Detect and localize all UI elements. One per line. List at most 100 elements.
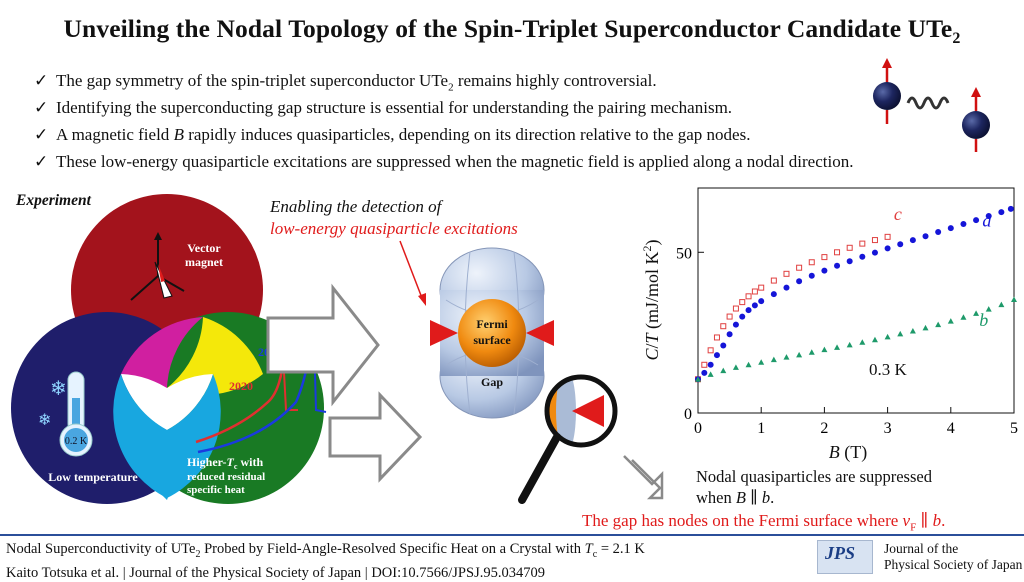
- data-point-c: [726, 313, 733, 320]
- data-point-a: [726, 331, 733, 338]
- y-tick-label: 50: [676, 245, 692, 262]
- data-point-b: [985, 306, 992, 312]
- data-point-a: [770, 291, 777, 298]
- nodal-note: Nodal quasiparticles are suppressed when…: [696, 467, 932, 507]
- x-tick-label: 3: [884, 420, 892, 437]
- data-point-a: [935, 229, 942, 236]
- data-point-b: [707, 371, 714, 377]
- page-title: Unveiling the Nodal Topology of the Spin…: [63, 14, 961, 48]
- x-tick-label: 2: [820, 420, 828, 437]
- temperature-annotation: 0.3 K: [869, 360, 908, 379]
- snowflake-icon: ❄: [50, 378, 67, 400]
- conclusion-note: The gap has nodes on the Fermi surface w…: [582, 511, 946, 534]
- check-icon: ✓: [34, 152, 49, 171]
- data-point-c: [871, 237, 878, 244]
- data-point-b: [783, 354, 790, 360]
- down-right-arrow-icon: [623, 455, 664, 500]
- x-tick-label: 5: [1010, 420, 1018, 437]
- data-point-a: [701, 369, 708, 376]
- data-point-a: [897, 241, 904, 248]
- data-point-b: [770, 356, 777, 363]
- data-point-c: [859, 240, 866, 247]
- data-point-b: [960, 314, 967, 320]
- data-point-b: [884, 333, 891, 340]
- snowflake-icon: ❄: [38, 412, 51, 429]
- x-tick-label: 4: [947, 420, 955, 437]
- journal-name: Journal of the Physical Society of Japan: [884, 541, 1023, 572]
- data-point-b: [973, 310, 980, 316]
- data-point-a: [720, 342, 727, 349]
- data-point-c: [821, 254, 828, 261]
- data-point-b: [796, 351, 803, 358]
- check-icon: ✓: [34, 98, 49, 117]
- right-arrow-icon: [328, 391, 423, 483]
- bullet-list: ✓The gap symmetry of the spin-triplet su…: [34, 70, 853, 178]
- bullet-item: ✓These low-energy quasiparticle excitati…: [34, 152, 854, 171]
- data-point-a: [796, 278, 803, 285]
- data-point-b: [720, 367, 727, 374]
- series-label-b: b: [979, 310, 988, 330]
- data-point-b: [922, 324, 929, 331]
- bullet-item: ✓Identifying the superconducting gap str…: [34, 98, 733, 117]
- data-point-b: [834, 344, 841, 350]
- experiment-venn-diagram: Vector magnet ❄ ❄ 0.2 K Low temperature …: [11, 194, 327, 504]
- axes-icon: [130, 232, 185, 301]
- x-axis-label: B (T): [829, 442, 867, 463]
- spin-pair-icon: [873, 58, 990, 152]
- thermometer-icon: [59, 371, 93, 457]
- data-point-b: [947, 318, 954, 324]
- data-point-c: [720, 323, 727, 330]
- data-point-a: [713, 352, 720, 359]
- data-point-c: [701, 361, 708, 368]
- data-point-a: [922, 233, 929, 240]
- data-point-a: [739, 313, 746, 320]
- data-point-a: [745, 307, 752, 314]
- detection-annotation: Enabling the detection of low-energy qua…: [270, 197, 518, 238]
- data-point-b: [897, 330, 904, 337]
- data-point-a: [732, 321, 739, 328]
- data-point-c: [884, 233, 891, 240]
- data-point-a: [834, 262, 841, 269]
- footer-divider: [0, 534, 1024, 536]
- vector-magnet-label: Vector: [187, 241, 221, 255]
- x-tick-label: 0: [694, 420, 702, 437]
- data-point-a: [1007, 205, 1014, 212]
- data-point-a: [909, 237, 916, 244]
- data-point-c: [707, 347, 714, 354]
- data-point-a: [960, 221, 967, 227]
- data-point-c: [846, 244, 853, 251]
- data-point-a: [871, 249, 878, 256]
- vector-magnet-label: magnet: [185, 255, 223, 269]
- series-label-a: a: [982, 211, 991, 231]
- temperature-readout: 0.2 K: [65, 436, 88, 447]
- data-point-c: [758, 284, 765, 291]
- data-point-c: [808, 259, 815, 266]
- data-point-a: [783, 284, 790, 291]
- data-point-c: [713, 334, 720, 341]
- data-point-a: [821, 267, 828, 274]
- data-point-c: [796, 264, 803, 271]
- series-label-c: c: [894, 204, 902, 224]
- data-point-c: [739, 299, 746, 306]
- data-point-c: [770, 277, 777, 284]
- data-point-a: [846, 258, 853, 265]
- y-axis-label: C/T (mJ/mol K2): [640, 239, 663, 360]
- bullet-item: ✓A magnetic field B rapidly induces quas…: [34, 125, 751, 144]
- data-point-b: [821, 346, 828, 353]
- data-point-b: [758, 359, 765, 365]
- data-point-a: [884, 245, 891, 252]
- data-point-a: [947, 225, 954, 232]
- data-point-c: [834, 249, 841, 256]
- data-point-b: [745, 361, 752, 368]
- data-point-b: [859, 339, 866, 345]
- fermi-surface-illustration: Fermi surface Gap: [430, 247, 554, 419]
- data-point-b: [1011, 296, 1017, 303]
- data-point-b: [998, 301, 1005, 308]
- plot-frame: [697, 187, 1015, 414]
- data-point-a: [758, 298, 765, 305]
- higher-tc-label: reduced residual: [187, 471, 265, 483]
- right-arrow-icon: [266, 283, 380, 407]
- higher-tc-label: Higher-Tc with: [187, 455, 263, 471]
